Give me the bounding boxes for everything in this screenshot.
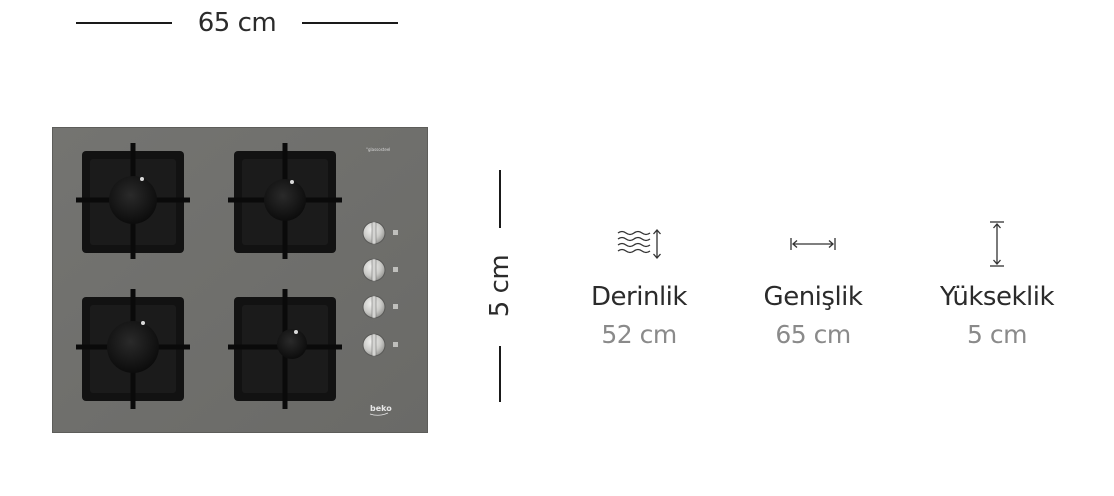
spec-width: Genişlik 65 cm [728,222,898,352]
spec-depth-value: 52 cm [601,320,677,349]
dimension-line-left [76,22,172,24]
height-dimension: 5 cm [482,170,522,402]
spec-height: Yükseklik 5 cm [912,221,1082,352]
burner-top-right [228,143,342,259]
height-dimension-label: 5 cm [485,254,515,318]
spec-width-value: 65 cm [775,320,851,349]
burner-bottom-right [228,289,342,409]
spec-depth: Derinlik 52 cm [554,222,724,352]
svg-text:beko: beko [370,404,392,413]
dimension-line-top [499,170,501,228]
width-dimension-label: 65 cm [197,8,277,38]
burner-bottom-left [76,289,190,409]
width-icon [728,222,898,266]
spec-width-label: Genişlik [763,282,863,312]
dimension-line-right [302,22,398,24]
height-icon [912,221,1082,267]
depth-icon [554,222,724,266]
spec-height-value: 5 cm [967,320,1027,349]
dimension-line-bottom [499,346,501,402]
product-image: °glassosteel beko [52,127,428,433]
svg-text:°glassosteel: °glassosteel [366,147,390,152]
width-dimension: 65 cm [76,8,398,38]
control-knobs [362,221,398,357]
spec-depth-label: Derinlik [591,282,687,312]
spec-height-label: Yükseklik [939,282,1055,312]
burner-top-left [76,143,190,259]
